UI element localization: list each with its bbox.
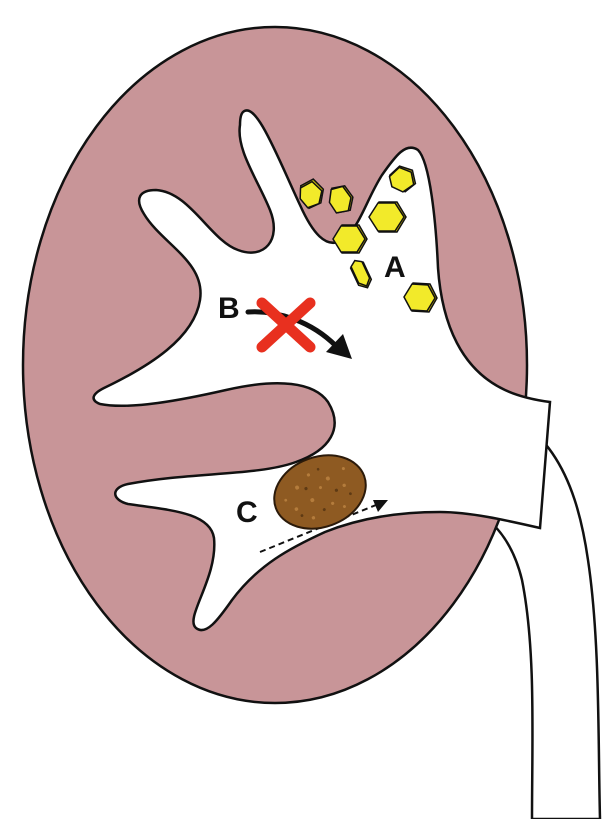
label-a: A — [384, 251, 406, 284]
label-b: B — [218, 292, 240, 325]
label-c: C — [236, 496, 258, 529]
